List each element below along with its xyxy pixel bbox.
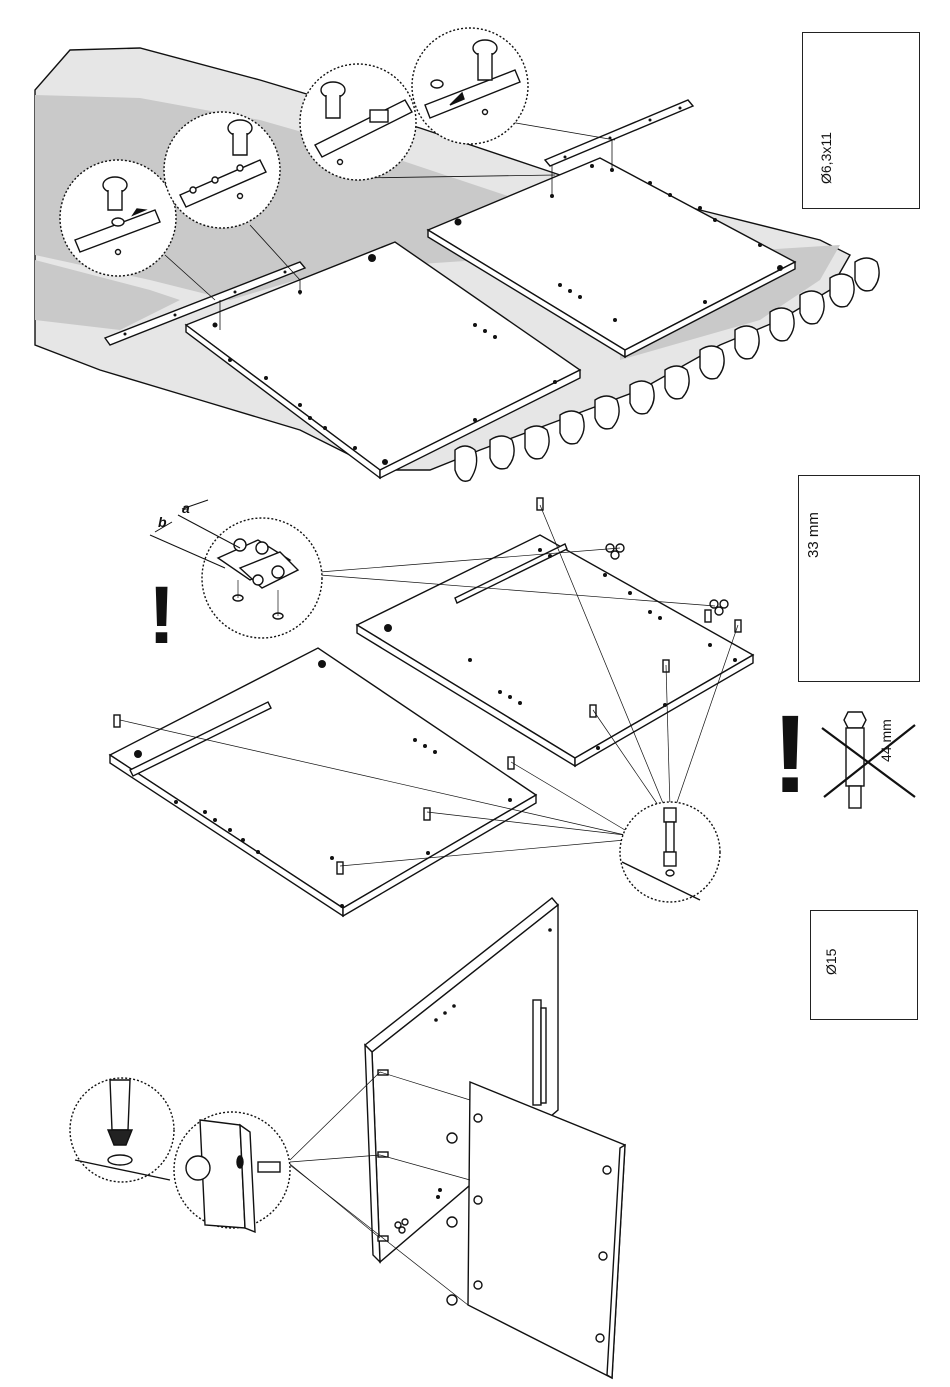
part-dowel-44-illustration bbox=[844, 712, 866, 808]
detail-circle-cam bbox=[174, 1112, 290, 1232]
step-1-slide-mounting bbox=[35, 28, 879, 481]
warning-mark-dowel: ! bbox=[772, 700, 809, 810]
part-label-dowel-44: 44 mm bbox=[878, 719, 894, 762]
warning-mark-hinge: ! bbox=[148, 575, 175, 657]
part-label-dowel-33: 33 mm bbox=[805, 512, 822, 558]
detail-circle-hinge-plate bbox=[202, 518, 322, 638]
dimension-a: a bbox=[182, 500, 190, 516]
detail-circle-2 bbox=[164, 112, 280, 228]
drawer-slide-right bbox=[545, 100, 693, 166]
detail-circle-4 bbox=[412, 28, 528, 144]
detail-circle-1 bbox=[60, 160, 176, 276]
part-box-dowel-33 bbox=[798, 475, 920, 682]
detail-circle-screwdriver bbox=[70, 1078, 174, 1182]
detail-circle-3 bbox=[300, 64, 416, 180]
dimension-b: b bbox=[158, 514, 167, 530]
part-dowel-44-crossed-out bbox=[822, 725, 915, 797]
detail-circle-dowel bbox=[620, 802, 720, 902]
step-3-cabinet-assembly bbox=[70, 898, 625, 1378]
slide-vertical bbox=[533, 1000, 546, 1105]
step-2-dowel-insertion bbox=[110, 498, 753, 916]
part-label-slide-screw: Ø6,3x11 bbox=[818, 132, 834, 184]
part-label-cam-lock: Ø15 bbox=[823, 949, 839, 975]
